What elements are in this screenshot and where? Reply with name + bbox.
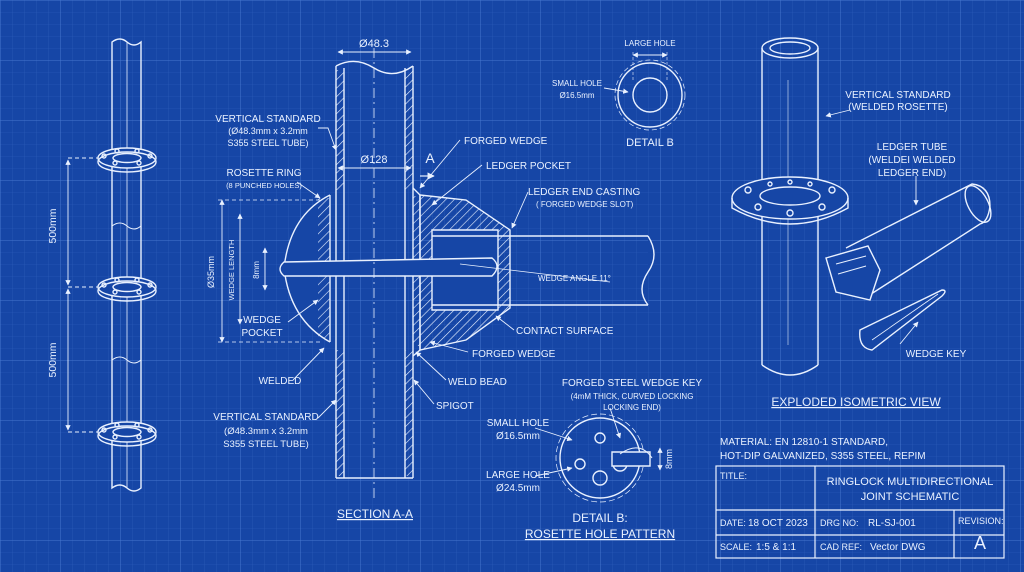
label-vertical-standard-top-3: S355 STEEL TUBE) xyxy=(227,138,308,148)
tb-scale-value: 1:5 & 1:1 xyxy=(756,542,796,553)
dim-500-upper: 500mm xyxy=(47,208,59,243)
label-welded: WELDED xyxy=(259,376,302,387)
label-iso-standard-1: VERTICAL STANDARD xyxy=(845,90,950,101)
tb-drg-value: RL-SJ-001 xyxy=(868,518,916,529)
section-a-a xyxy=(218,48,655,500)
label-wedge-angle: WEDGE ANGLE 11° xyxy=(538,274,611,283)
label-iso-ledger-1: LEDGER TUBE xyxy=(877,142,948,153)
label-ledger-end-casting: LEDGER END CASTING xyxy=(528,187,640,198)
label-tube-diameter: Ø48.3 xyxy=(359,38,389,50)
title-block xyxy=(715,465,1005,559)
label-ring-diameter: Ø128 xyxy=(361,154,388,166)
label-vertical-standard-bottom-2: (Ø48.3mm x 3.2mm xyxy=(224,426,308,437)
label-wedge-pocket-1: WEDGE xyxy=(243,315,281,326)
label-forged-wedge-bottom: FORGED WEDGE xyxy=(472,349,556,360)
dimension-500-upper xyxy=(65,157,98,433)
label-8mm-section: 8mm xyxy=(252,261,261,279)
tb-cad-label: CAD REF: xyxy=(820,542,862,552)
tb-date-label: DATE: xyxy=(720,518,746,528)
material-line-2: HOT-DIP GALVANIZED, S355 STEEL, REPIM xyxy=(720,451,926,462)
dim-500-lower: 500mm xyxy=(47,342,59,377)
tb-scale-label: SCALE: xyxy=(720,542,752,552)
label-weld-bead: WELD BEAD xyxy=(448,377,507,388)
tb-title-label: TITLE: xyxy=(720,471,747,481)
iso-vertical-standard xyxy=(731,37,851,376)
label-large-hole-top: LARGE HOLE xyxy=(624,39,675,48)
label-d35: Ø35mm xyxy=(206,256,216,288)
label-wedge-key-spec-2: (4mM THICK, CURVED LOCKING xyxy=(571,392,694,401)
label-spigot: SPIGOT xyxy=(436,401,474,412)
label-iso-standard-2: (WELDED ROSETTE) xyxy=(848,102,947,113)
label-vertical-standard-bottom-3: S355 STEEL TUBE) xyxy=(223,439,309,450)
label-forged-wedge-top: FORGED WEDGE xyxy=(464,136,548,147)
iso-wedge-key xyxy=(859,289,946,351)
isometric-view xyxy=(731,37,992,376)
tb-drg-label: DRG NO: xyxy=(820,518,859,528)
label-rosette-ring-sub: (8 PUNCHED HOLES) xyxy=(226,181,302,190)
material-line-1: MATERIAL: EN 12810-1 STANDARD, xyxy=(720,437,888,448)
rosette-lower xyxy=(97,421,157,447)
label-8mm-detail: 8mm xyxy=(664,449,674,469)
label-rosette-ring: ROSETTE RING xyxy=(226,168,301,179)
tb-cad-value: Vector DWG xyxy=(870,542,926,553)
title-detail-b: DETAIL B xyxy=(626,137,674,149)
detail-b-top xyxy=(603,52,686,131)
tb-revision-value: A xyxy=(974,533,986,553)
tb-date-value: 18 OCT 2023 xyxy=(748,518,808,529)
title-exploded-isometric: EXPLODED ISOMETRIC VIEW xyxy=(771,395,941,409)
title-detail-b-pattern-2: ROSETTE HOLE PATTERN xyxy=(525,527,675,541)
label-section-marker: A xyxy=(425,150,435,166)
title-detail-b-pattern-1: DETAIL B: xyxy=(572,511,627,525)
label-iso-ledger-2: (WELDEI WELDED xyxy=(868,155,955,166)
rosette-upper xyxy=(97,147,157,173)
label-large-hole-bottom-dim: Ø24.5mm xyxy=(496,483,540,494)
label-contact-surface: CONTACT SURFACE xyxy=(516,326,614,337)
label-vertical-standard-bottom-1: VERTICAL STANDARD xyxy=(213,412,318,423)
label-small-hole-top: SMALL HOLE xyxy=(552,79,602,88)
label-ledger-pocket: LEDGER POCKET xyxy=(486,161,571,172)
label-iso-ledger-3: LEDGER END) xyxy=(878,168,946,179)
rosette-middle xyxy=(97,276,157,302)
label-iso-wedge-key: WEDGE KEY xyxy=(906,349,967,360)
iso-ledger-tube xyxy=(825,176,992,301)
label-wedge-pocket-2: POCKET xyxy=(241,328,282,339)
left-elevation-standard xyxy=(65,38,157,492)
label-wedge-length: WEDGE LENGTH xyxy=(227,240,236,301)
tb-title-value-2: JOINT SCHEMATIC xyxy=(861,491,960,503)
tb-title-value-1: RINGLOCK MULTIDIRECTIONAL xyxy=(827,476,994,488)
tb-revision-label: REVISION: xyxy=(958,516,1004,526)
label-small-hole-bottom-dim: Ø16.5mm xyxy=(496,431,540,442)
label-vertical-standard-top-2: (Ø48.3mm x 3.2mm xyxy=(228,126,308,136)
label-ledger-end-casting-sub: ( FORGED WEDGE SLOT) xyxy=(536,200,634,209)
label-small-hole-top-dim: Ø16.5mm xyxy=(559,91,594,100)
title-section-a-a: SECTION A-A xyxy=(337,507,413,521)
detail-b-rosette-pattern xyxy=(534,407,663,503)
label-vertical-standard-top-1: VERTICAL STANDARD xyxy=(215,114,320,125)
label-small-hole-bottom: SMALL HOLE xyxy=(487,418,550,429)
label-wedge-key-spec-1: FORGED STEEL WEDGE KEY xyxy=(562,378,703,389)
label-large-hole-bottom: LARGE HOLE xyxy=(486,470,550,481)
label-wedge-key-spec-3: LOCKING END) xyxy=(603,403,661,412)
